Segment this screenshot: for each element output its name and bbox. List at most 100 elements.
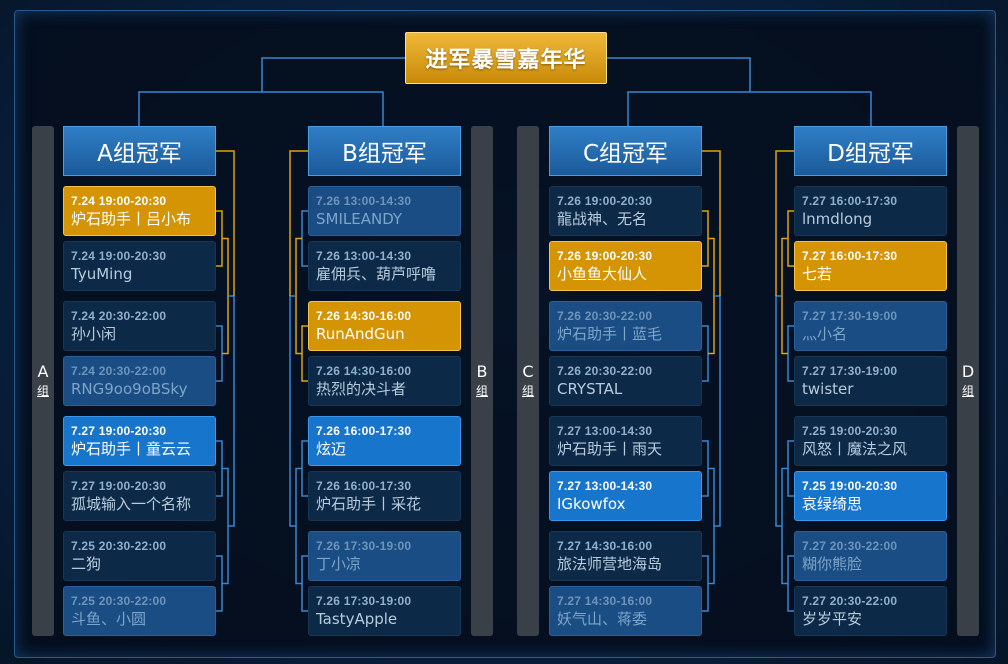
- match-card[interactable]: 7.26 19:00-20:30 龍战神、无名: [549, 186, 702, 236]
- match-time: 7.26 16:00-17:30: [316, 424, 412, 438]
- group-side-word: 组: [961, 384, 974, 398]
- group-champion-d[interactable]: D组冠军: [794, 126, 947, 176]
- bracket-connector: [295, 467, 302, 585]
- bracket-connector: [138, 91, 384, 126]
- match-time: 7.27 20:30-22:00: [802, 594, 898, 608]
- player-name: TastyApple: [316, 610, 398, 628]
- player-name: 炉石助手丨童云云: [71, 440, 192, 458]
- bracket-connector: [261, 57, 405, 92]
- bracket-connector: [702, 440, 709, 497]
- player-name: 热烈的决斗者: [316, 380, 407, 398]
- match-card[interactable]: 7.27 16:00-17:30 lnmdlong: [794, 186, 947, 236]
- bracket-connector: [702, 210, 709, 267]
- bracket-connector: [781, 467, 788, 585]
- match-time: 7.25 20:30-22:00: [71, 539, 167, 553]
- bracket-connector: [781, 237, 788, 355]
- match-card[interactable]: 7.27 20:30-22:00 岁岁平安: [794, 586, 947, 636]
- player-name: 炫迈: [316, 440, 347, 458]
- player-name: RNG9oo9oBSky: [71, 380, 188, 398]
- match-card[interactable]: 7.26 16:00-17:30 炫迈: [308, 416, 461, 466]
- match-time: 7.26 19:00-20:30: [557, 194, 653, 208]
- match-time: 7.27 16:00-17:30: [802, 249, 898, 263]
- match-time: 7.27 20:30-22:00: [802, 539, 898, 553]
- match-time: 7.27 16:00-17:30: [802, 194, 898, 208]
- match-time: 7.25 19:00-20:30: [802, 424, 898, 438]
- player-name: 炉石助手丨雨天: [557, 440, 663, 458]
- match-time: 7.26 20:30-22:00: [557, 309, 653, 323]
- group-side-word: 组: [521, 384, 534, 398]
- player-name: 糊你熊脸: [802, 555, 863, 573]
- bracket-connector: [222, 467, 229, 585]
- match-time: 7.24 20:30-22:00: [71, 309, 167, 323]
- match-time: 7.27 17:30-19:00: [802, 364, 898, 378]
- group-champion-c[interactable]: C组冠军: [549, 126, 702, 176]
- match-time: 7.27 14:30-16:00: [557, 539, 653, 553]
- player-name: IGkowfox: [557, 495, 626, 513]
- match-card[interactable]: 7.27 17:30-19:00 twister: [794, 356, 947, 406]
- match-card[interactable]: 7.27 20:30-22:00 糊你熊脸: [794, 531, 947, 581]
- bracket-connector: [702, 555, 709, 612]
- group-side-letter: D: [961, 362, 975, 381]
- match-card[interactable]: 7.26 16:00-17:30 炉石助手丨采花: [308, 471, 461, 521]
- bracket-connector: [216, 210, 223, 267]
- player-name: twister: [802, 380, 854, 398]
- bracket-connector: [714, 295, 721, 527]
- match-time: 7.26 16:00-17:30: [316, 479, 412, 493]
- bracket-connector: [216, 150, 235, 296]
- bracket-connector: [627, 91, 872, 126]
- player-name: 灬小名: [802, 325, 848, 343]
- match-time: 7.26 14:30-16:00: [316, 309, 412, 323]
- match-time: 7.27 19:00-20:30: [71, 479, 167, 493]
- group-side-word: 组: [475, 384, 488, 398]
- bracket-connector: [295, 237, 302, 355]
- match-card[interactable]: 7.27 19:00-20:30 孤城输入一个名称: [63, 471, 216, 521]
- match-time: 7.27 13:00-14:30: [557, 424, 653, 438]
- player-name: lnmdlong: [802, 210, 873, 228]
- match-card[interactable]: 7.27 16:00-17:30 七若: [794, 241, 947, 291]
- match-card[interactable]: 7.27 13:00-14:30 炉石助手丨雨天: [549, 416, 702, 466]
- bracket-connector: [222, 237, 229, 355]
- match-time: 7.27 14:30-16:00: [557, 594, 653, 608]
- bracket-connector: [216, 555, 223, 612]
- group-champion-a[interactable]: A组冠军: [63, 126, 216, 176]
- player-name: 龍战神、无名: [557, 210, 648, 228]
- group-side-letter: B: [476, 362, 488, 381]
- bracket-connector: [216, 325, 223, 382]
- player-name: 炉石助手丨采花: [316, 495, 422, 513]
- group-champion-b[interactable]: B组冠军: [308, 126, 461, 176]
- bracket-connector: [216, 440, 223, 497]
- group-side-letter: C: [522, 362, 534, 381]
- player-name: 七若: [802, 265, 833, 283]
- bracket-connector: [702, 150, 721, 296]
- player-name: 岁岁平安: [802, 610, 863, 628]
- group-side-word: 组: [36, 384, 49, 398]
- player-name: 孤城输入一个名称: [71, 495, 192, 513]
- match-time: 7.27 13:00-14:30: [557, 479, 653, 493]
- player-name: 炉石助手丨吕小布: [71, 210, 192, 228]
